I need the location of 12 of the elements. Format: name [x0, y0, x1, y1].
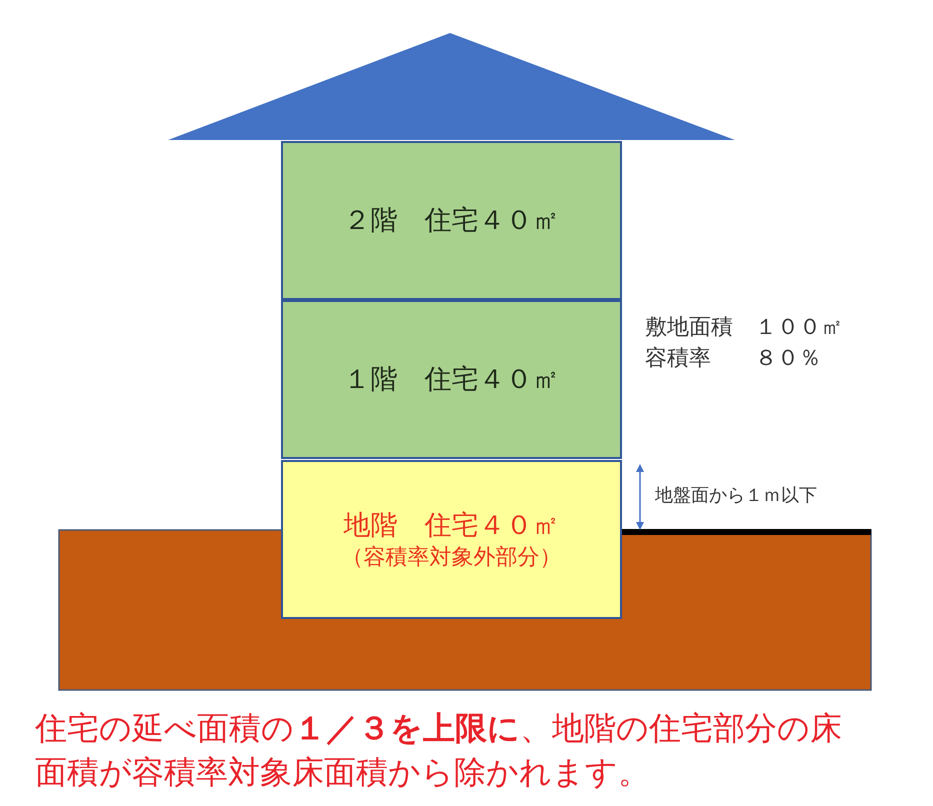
roof-triangle	[168, 33, 735, 140]
floor-area-ratio-label: 容積率 ８０％	[645, 344, 821, 372]
site-area-label: 敷地面積 １００㎡	[645, 313, 843, 341]
floor-note: （容積率対象外部分）	[342, 542, 562, 570]
floor-box	[281, 460, 622, 619]
caption: 住宅の延べ面積の１／３を上限に、地階の住宅部分の床面積が容積率対象床面積から除かれます。	[35, 709, 843, 792]
floor-label: 地階 住宅４０㎡	[344, 508, 560, 542]
floor-box	[281, 141, 622, 300]
dimension-label: 地盤面から１ｍ以下	[655, 484, 817, 507]
floor-box	[281, 300, 622, 459]
floor-label: １階 住宅４０㎡	[344, 362, 560, 396]
floor-label: ２階 住宅４０㎡	[344, 204, 560, 237]
